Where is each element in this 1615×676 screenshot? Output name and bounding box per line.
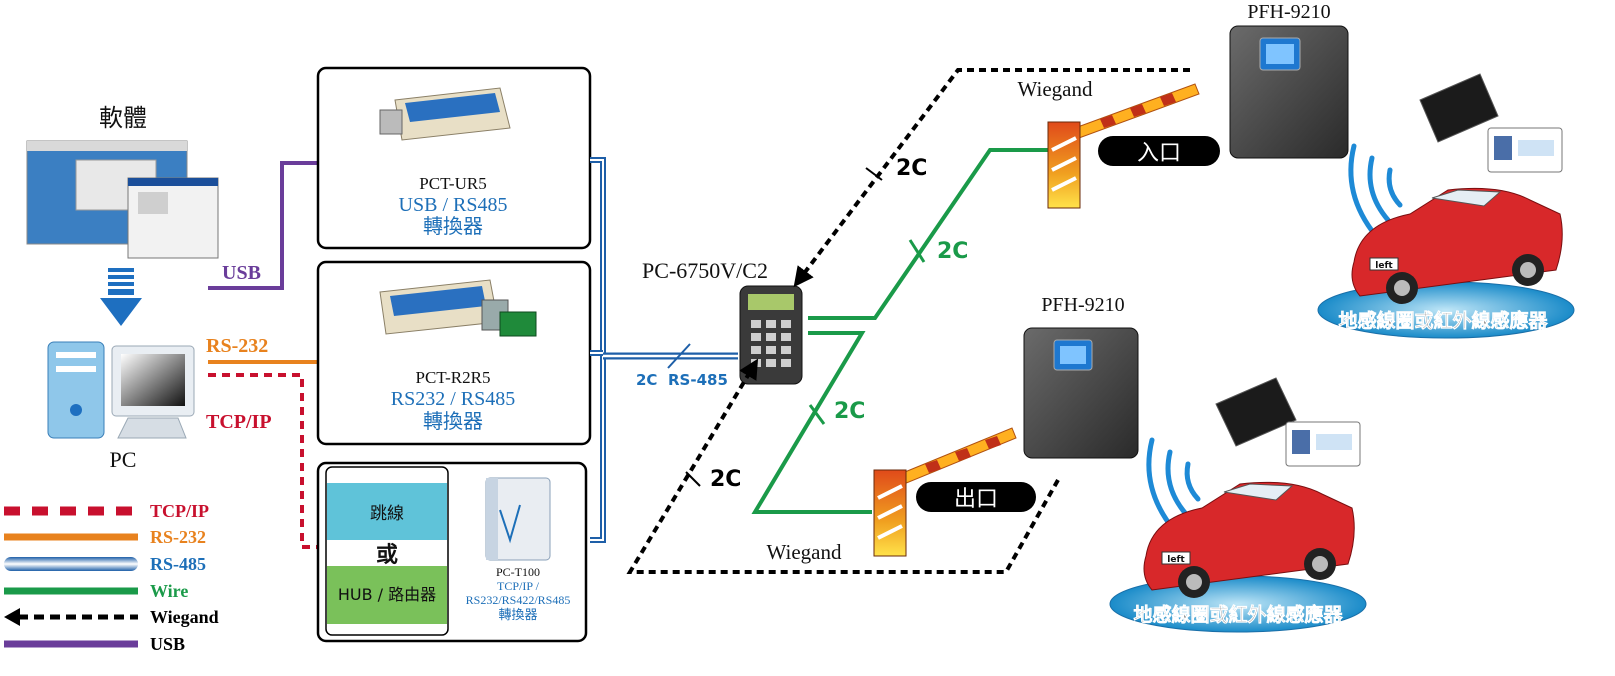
converter-device-ur5 <box>379 87 511 141</box>
ur5-type: USB / RS485 <box>399 194 508 216</box>
rf-tag-entry <box>1419 73 1499 143</box>
wiegand-label-exit: Wiegand <box>767 540 842 564</box>
sensor-label-exit: 地感線圈或紅外線感應器 <box>1133 603 1343 626</box>
bus-cable-label: 2C <box>636 371 657 389</box>
jumper-block <box>327 483 447 540</box>
r2r5-desc: 轉換器 <box>423 409 483 433</box>
controller-label: PC-6750V/C2 <box>642 258 768 283</box>
rs485-bus <box>590 157 738 543</box>
reader-entry <box>1229 25 1349 159</box>
car-entry <box>1351 187 1563 304</box>
wiegand-line-entry <box>793 68 1190 288</box>
exit-sign <box>916 482 1036 512</box>
wire-tick-2 <box>808 404 826 425</box>
ur5-model: PCT-UR5 <box>419 174 486 193</box>
pc-t100-device <box>485 477 551 561</box>
sensor-label-entry: 地感線圈或紅外線感應器 <box>1338 309 1548 332</box>
wiegand-tick-1 <box>865 167 883 181</box>
exit-barrier-gate <box>873 427 1017 557</box>
wire-mark-2: 2C <box>834 399 865 424</box>
pc-computer <box>47 341 195 439</box>
jumper-label: 跳線 <box>370 504 404 524</box>
or-label: 或 <box>376 542 398 568</box>
id-card-entry <box>1487 127 1563 173</box>
t100-type1: TCP/IP / <box>497 579 540 593</box>
t100-type2: RS232/RS422/RS485 <box>466 593 571 607</box>
hub-label: HUB / 路由器 <box>338 585 436 604</box>
wiegand-line-exit <box>626 358 1060 574</box>
t100-model: PC-T100 <box>496 565 540 579</box>
legend-label-usb: USB <box>150 634 185 654</box>
tcpip-label: TCP/IP <box>206 411 272 433</box>
hub-block <box>327 566 447 624</box>
wiegand-tick-2 <box>685 471 701 487</box>
usb-label: USB <box>222 262 261 284</box>
controller-keypad <box>739 285 803 385</box>
legend: TCP/IP RS-232 RS-485 Wire Wiegand USB <box>4 501 219 654</box>
ur5-desc: 轉換器 <box>423 214 483 238</box>
id-card-exit <box>1285 421 1361 467</box>
legend-wiegand-arrow-icon <box>4 608 20 626</box>
exit-label: 出口 <box>954 487 998 512</box>
rs232-label: RS-232 <box>206 335 268 357</box>
entry-label: 入口 <box>1137 141 1181 166</box>
reader-label-entry: PFH-9210 <box>1247 1 1330 23</box>
car-plate-exit: left <box>1167 555 1185 565</box>
reader-label-exit: PFH-9210 <box>1041 294 1124 316</box>
legend-label-rs232: RS-232 <box>150 527 206 547</box>
legend-label-rs485: RS-485 <box>150 554 206 574</box>
legend-label-wire: Wire <box>150 581 188 601</box>
legend-label-tcpip: TCP/IP <box>150 501 209 521</box>
car-exit <box>1143 481 1355 598</box>
usb-line <box>208 161 318 290</box>
rf-tag-exit <box>1215 377 1297 447</box>
entry-sign <box>1098 136 1220 166</box>
wire-tick-1 <box>908 239 926 263</box>
tcpip-line <box>208 373 318 549</box>
r2r5-type: RS232 / RS485 <box>391 388 515 410</box>
t100-desc: 轉換器 <box>498 608 537 623</box>
software-screenshot <box>26 140 219 259</box>
wiegand-mark-1: 2C <box>896 156 927 181</box>
wiegand-mark-2: 2C <box>710 467 741 492</box>
software-label: 軟體 <box>99 104 147 132</box>
car-plate-entry: left <box>1375 261 1393 271</box>
wire-mark-1: 2C <box>937 239 968 264</box>
download-arrow-icon <box>100 268 142 326</box>
reader-exit <box>1023 327 1139 459</box>
converter-device-r2r5 <box>379 279 537 337</box>
pc-label: PC <box>110 447 137 472</box>
legend-label-wiegand: Wiegand <box>150 607 219 627</box>
legend-swatch-rs485 <box>4 557 138 571</box>
bus-type-label: RS-485 <box>668 371 728 389</box>
r2r5-model: PCT-R2R5 <box>416 368 491 387</box>
wiegand-label-entry: Wiegand <box>1018 77 1093 101</box>
green-wires <box>751 148 1048 514</box>
entry-barrier-gate <box>1047 83 1200 209</box>
signal-waves-entry <box>1348 143 1403 239</box>
